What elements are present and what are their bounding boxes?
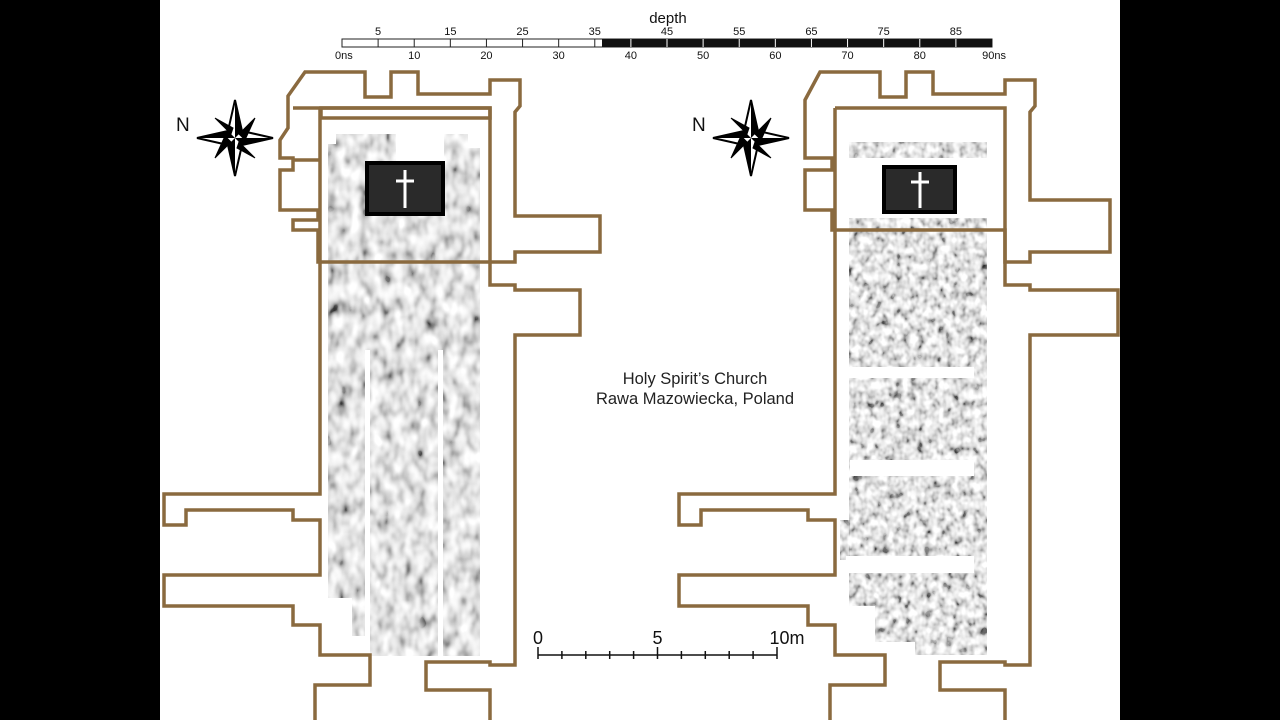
right-radargram-edge	[840, 520, 850, 560]
scale-label: 10m	[769, 628, 804, 648]
depth-bottom-label: 50	[697, 50, 709, 62]
right-scan-gap	[846, 556, 974, 573]
depth-top-label: 55	[733, 26, 745, 38]
right-church-outline-body	[835, 106, 1120, 720]
depth-bottom-label: 20	[480, 50, 492, 62]
north-label: N	[692, 115, 706, 136]
compass-rose-icon	[712, 99, 790, 177]
depth-top-label: 35	[589, 26, 601, 38]
scale-bar-labels: 0 5 10m	[533, 628, 805, 648]
depth-bottom-label: 40	[625, 50, 637, 62]
depth-bottom-label: 30	[553, 50, 565, 62]
depth-bar-ticks	[377, 39, 957, 47]
depth-bottom-label: 10	[408, 50, 420, 62]
depth-top-label: 15	[444, 26, 456, 38]
left-scan-gap	[328, 134, 336, 144]
left-scan-gap	[328, 598, 352, 658]
caption-line-1: Holy Spirit’s Church	[622, 370, 768, 388]
depth-top-label: 85	[950, 26, 962, 38]
depth-bottom-label: 60	[769, 50, 781, 62]
right-scan-gap	[850, 460, 974, 476]
left-church-buttresses	[293, 106, 320, 162]
depth-top-label: 65	[805, 26, 817, 38]
north-label: N	[176, 115, 190, 136]
scale-bar: 0 5 10m	[533, 628, 805, 659]
left-profile-gap-line	[365, 350, 370, 646]
depth-bar-top-labels: 5 15 25 35 45 55 65 75 85	[375, 26, 962, 38]
depth-top-label: 25	[516, 26, 528, 38]
depth-top-label: 5	[375, 26, 381, 38]
left-church-outline-body	[320, 106, 582, 720]
depth-top-label: 75	[878, 26, 890, 38]
right-church-outline-west	[677, 108, 887, 720]
right-scan-gap	[875, 642, 915, 656]
compass-rose-icon	[196, 99, 274, 177]
depth-bar-title: depth	[649, 10, 687, 27]
depth-top-label: 45	[661, 26, 673, 38]
figure-caption: Holy Spirit’s Church Rawa Mazowiecka, Po…	[530, 369, 860, 409]
right-radargram-image	[849, 218, 987, 655]
depth-bar-highlight	[602, 39, 992, 47]
left-church-outline-west	[162, 108, 372, 720]
caption-line-2: Rawa Mazowiecka, Poland	[595, 390, 795, 408]
right-church-outline	[803, 70, 1112, 264]
scale-label: 0	[533, 628, 543, 648]
depth-bar: depth 5 15 25 35 45 55 65 75 85 0ns 10 20 30 40 50 60 7…	[335, 10, 1006, 62]
depth-bottom-label: 70	[841, 50, 853, 62]
left-scan-gap	[396, 134, 444, 162]
cross-icon	[396, 170, 414, 208]
scale-label: 5	[652, 628, 662, 648]
left-radargram-image	[328, 134, 480, 656]
left-profile-gap-line	[438, 350, 443, 656]
right-radargram-panel: N	[677, 70, 1120, 720]
depth-bottom-label: 0ns	[335, 50, 353, 62]
scale-bar-ticks	[537, 647, 778, 659]
left-radargram-panel: N	[162, 70, 602, 720]
depth-bottom-label: 90ns	[982, 50, 1006, 62]
cross-icon	[911, 172, 929, 208]
depth-bottom-label: 80	[914, 50, 926, 62]
right-radargram-strip-top	[849, 142, 987, 158]
left-scan-gap	[468, 134, 480, 148]
right-scan-gap	[842, 367, 974, 378]
depth-bar-bottom-labels: 0ns 10 20 30 40 50 60 70 80 90ns	[335, 50, 1006, 62]
right-scan-gap	[849, 606, 875, 656]
